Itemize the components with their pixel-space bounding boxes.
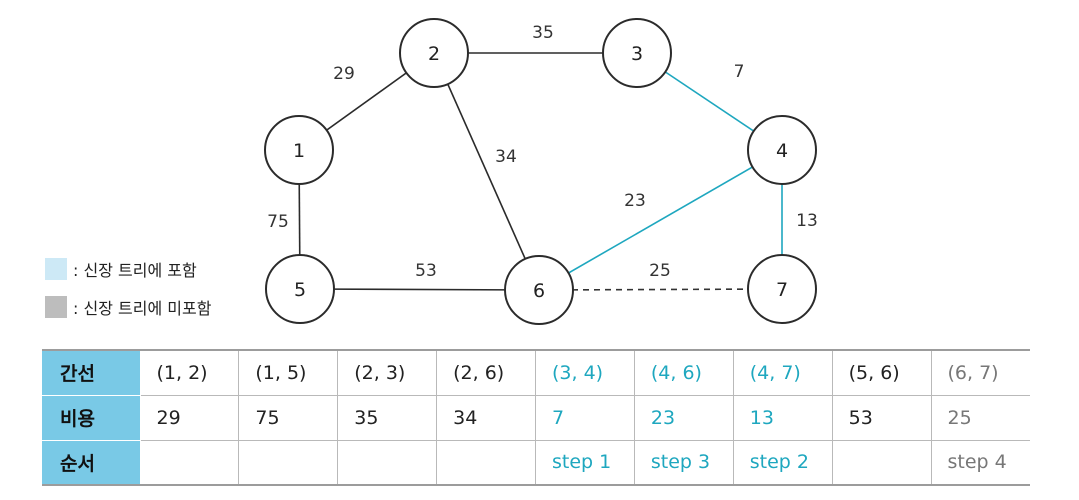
node-label: 6 <box>533 280 545 302</box>
legend-excluded-label: : 신장 트리에 미포함 <box>73 299 212 318</box>
node-label: 3 <box>631 43 643 65</box>
edge-cell: (5, 6) <box>832 350 932 396</box>
edge-row: 간선 (1, 2)(1, 5)(2, 3)(2, 6)(3, 4)(4, 6)(… <box>42 350 1030 396</box>
edge-cell: (4, 6) <box>634 350 734 396</box>
node-7: 7 <box>747 254 817 324</box>
order-cell <box>832 440 932 485</box>
legend-included: : 신장 트리에 포함 <box>45 257 197 281</box>
legend-included-swatch <box>45 258 67 280</box>
node-1: 1 <box>264 115 334 185</box>
node-circle <box>747 254 817 324</box>
cost-cell: 34 <box>436 395 536 441</box>
edge-6-7 <box>538 288 783 291</box>
node-4: 4 <box>747 115 817 185</box>
edge-weight-label: 75 <box>267 212 289 232</box>
node-label: 2 <box>428 43 440 65</box>
cost-cell: 29 <box>140 395 240 441</box>
edge-weight-label: 53 <box>415 261 437 281</box>
edge-cell: (2, 3) <box>337 350 438 396</box>
edge-table: 간선 (1, 2)(1, 5)(2, 3)(2, 6)(3, 4)(4, 6)(… <box>42 349 1030 486</box>
cost-cell: 7 <box>535 395 635 441</box>
node-circle <box>264 115 334 185</box>
order-cell: step 4 <box>947 451 1007 474</box>
cost-cell: 23 <box>634 395 734 441</box>
node-label: 4 <box>776 140 788 162</box>
order-cell <box>238 440 339 485</box>
node-5: 5 <box>265 254 335 324</box>
node-circle <box>602 18 672 88</box>
legend-included-label: : 신장 트리에 포함 <box>73 261 197 280</box>
cost-cell: 53 <box>832 395 932 441</box>
order-row-header: 순서 <box>42 440 141 485</box>
edge-weight-label: 13 <box>796 211 818 231</box>
cost-cell: 13 <box>733 395 833 441</box>
node-circle <box>747 115 817 185</box>
edge-weight-label: 7 <box>734 62 745 82</box>
node-2: 2 <box>399 18 469 88</box>
node-circle <box>504 255 574 325</box>
edge-cell: (1, 2) <box>140 350 240 396</box>
edge-cell: (1, 5) <box>238 350 339 396</box>
edge-weight-label: 35 <box>532 23 554 43</box>
edge-weight-label: 25 <box>649 261 671 281</box>
order-cell <box>140 440 240 485</box>
legend-excluded: : 신장 트리에 미포함 <box>45 295 211 319</box>
edge-cell: (6, 7) <box>931 350 1030 396</box>
node-circle <box>399 18 469 88</box>
cost-cell: 35 <box>337 395 438 441</box>
edge-cell: (2, 6) <box>436 350 536 396</box>
edge-5-6 <box>299 288 540 291</box>
edge-2-6 <box>433 52 540 291</box>
node-circle <box>265 254 335 324</box>
cost-cell: 75 <box>238 395 339 441</box>
edge-cell: (4, 7) <box>733 350 833 396</box>
edge-4-6 <box>538 149 783 291</box>
cost-row-header: 비용 <box>42 395 141 441</box>
edge-weight-label: 34 <box>495 147 517 167</box>
node-label: 1 <box>293 140 305 162</box>
order-cell <box>337 440 438 485</box>
legend-excluded-swatch <box>45 296 67 318</box>
order-cell: step 3 <box>634 440 734 485</box>
edge-weight-label: 29 <box>333 64 355 84</box>
edge-cell: (3, 4) <box>535 350 635 396</box>
order-cell <box>436 440 536 485</box>
node-label: 5 <box>294 279 306 301</box>
node-label: 7 <box>776 279 788 301</box>
edge-row-header: 간선 <box>42 350 141 396</box>
node-3: 3 <box>602 18 672 88</box>
cost-cell: 25 <box>931 395 1030 441</box>
order-cell: step 1 <box>535 440 635 485</box>
edge-weight-label: 23 <box>624 191 646 211</box>
node-6: 6 <box>504 255 574 325</box>
order-cell: step 2 <box>733 440 833 485</box>
